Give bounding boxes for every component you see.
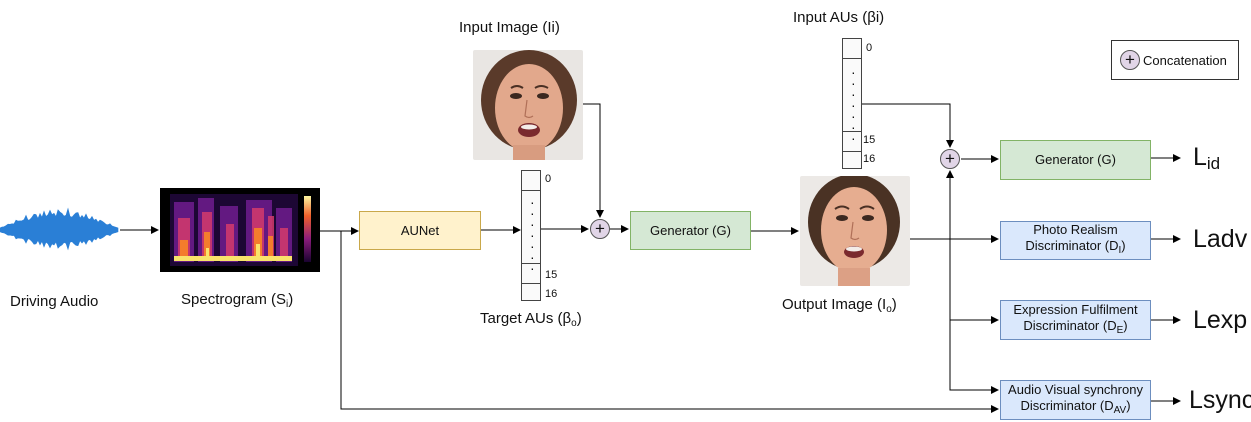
target-au-index-15: 15 xyxy=(545,269,558,281)
input-aus-label: Input AUs (βi) xyxy=(793,9,885,26)
audio-visual-sync-discriminator: Audio Visual synchrony Discriminator (DA… xyxy=(1000,380,1151,420)
input-image-label: Input Image (Ii) xyxy=(459,19,560,36)
input-au-ellipsis: ······· xyxy=(851,64,856,146)
arrow-input-image-to-concat xyxy=(583,103,604,218)
input-au-vector: ······· xyxy=(842,38,862,169)
spectrogram-label: Spectrogram (Si) xyxy=(181,291,294,310)
generator-block-1: Generator (G) xyxy=(630,211,751,250)
legend-label: Concatenation xyxy=(1143,52,1227,68)
input-au-cell-top xyxy=(843,39,861,59)
concat-node-1: + xyxy=(590,219,610,239)
audio-waveform xyxy=(0,207,119,251)
legend-concat-icon: + xyxy=(1120,50,1140,70)
target-au-index-0: 0 xyxy=(545,173,552,185)
loss-expression: Lexp xyxy=(1193,306,1248,334)
target-au-cell-top xyxy=(522,171,540,191)
loss-identity: Lid xyxy=(1193,143,1221,173)
arrow-audio-to-av-disc xyxy=(340,231,999,413)
input-face-image xyxy=(473,50,583,160)
target-au-index-16: 16 xyxy=(545,288,558,300)
target-au-vector: ······· xyxy=(521,170,541,301)
generator-block-2: Generator (G) xyxy=(1000,140,1151,180)
arrow-output-to-expr-disc xyxy=(949,239,999,324)
target-au-ellipsis: ······· xyxy=(530,194,535,276)
photo-realism-discriminator: Photo Realism Discriminator (DI) xyxy=(1000,221,1151,260)
target-au-cell-15 xyxy=(522,263,540,284)
spectrogram-image xyxy=(160,188,320,272)
legend-box: + Concatenation xyxy=(1111,40,1239,80)
input-au-index-15: 15 xyxy=(863,134,876,146)
output-face-image xyxy=(800,176,910,286)
arrow-output-to-av-disc xyxy=(949,320,999,394)
loss-sync: Lsync xyxy=(1189,386,1251,414)
output-image-label: Output Image (Io) xyxy=(782,296,897,315)
input-au-index-0: 0 xyxy=(866,42,873,54)
aunet-block: AUNet xyxy=(359,211,481,250)
expression-fulfilment-discriminator: Expression Fulfilment Discriminator (DE) xyxy=(1000,300,1151,340)
input-au-index-16: 16 xyxy=(863,153,876,165)
loss-adversarial: Ladv xyxy=(1193,225,1248,253)
concat-node-2: + xyxy=(940,149,960,169)
driving-audio-label: Driving Audio xyxy=(10,293,99,310)
target-aus-label: Target AUs (βo) xyxy=(480,310,582,329)
arrow-input-aus-to-concat xyxy=(862,103,954,148)
input-au-cell-15 xyxy=(843,131,861,152)
